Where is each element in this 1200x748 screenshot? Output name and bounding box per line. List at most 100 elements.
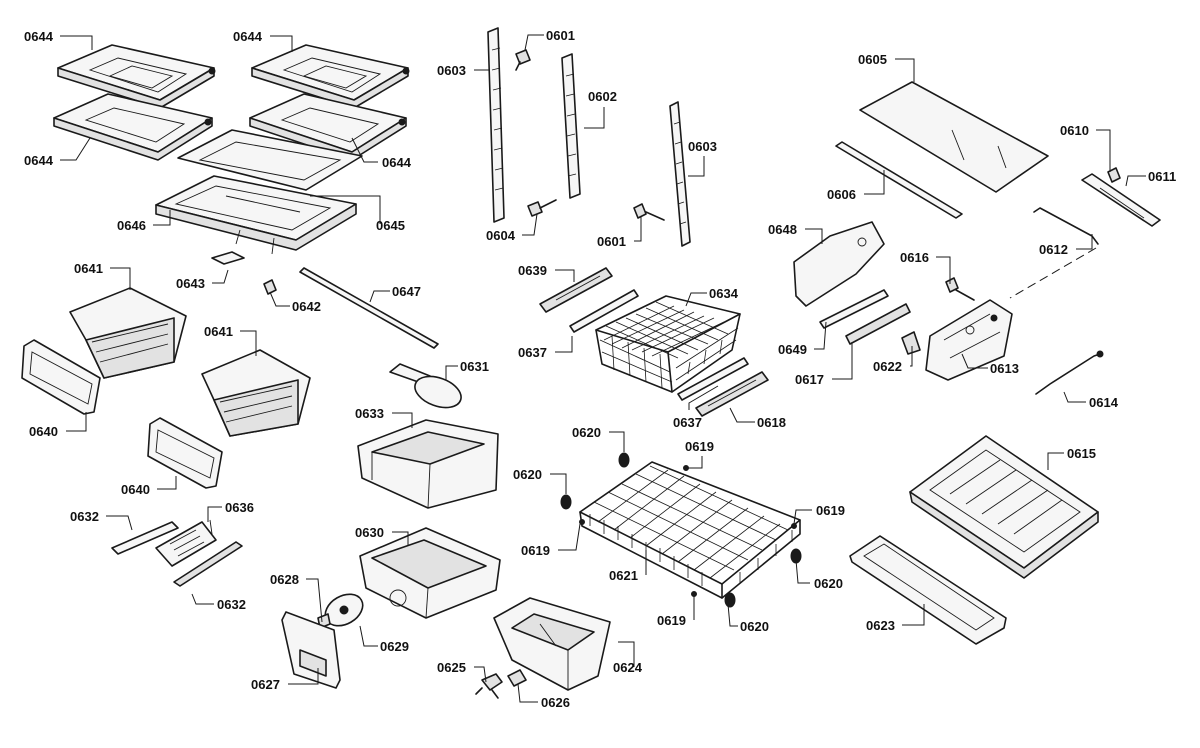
leader-line-0632: [191, 593, 214, 605]
crisper-drawer-0641-right: [201, 349, 311, 437]
scoop-0631: [389, 363, 462, 409]
leader-line-0618: [729, 407, 755, 423]
leader-line-0645: [310, 195, 381, 224]
shelf-0644-lower-left: [53, 93, 213, 161]
clip-0642: [263, 279, 277, 295]
leader-line-0619: [558, 523, 581, 551]
leader-line-0612: [1076, 234, 1093, 250]
part-label-0640: 0640: [29, 424, 58, 439]
leader-line-0622: [910, 346, 913, 367]
part-label-0632: 0632: [217, 597, 246, 612]
leader-line-0601: [524, 34, 544, 51]
leader-line-0626: [517, 683, 538, 703]
rail-0649: [819, 289, 889, 329]
bracket-0610: [1107, 167, 1121, 183]
wire-basket-0634: [595, 295, 741, 393]
part-label-0649: 0649: [778, 342, 807, 357]
leader-line-0632: [106, 515, 133, 531]
leader-lines: [60, 34, 1146, 703]
part-label-0636: 0636: [225, 500, 254, 515]
rod-0647: [299, 267, 439, 349]
part-label-0603: 0603: [688, 139, 717, 154]
part-label-0623: 0623: [866, 618, 895, 633]
screw-0604: [527, 199, 557, 217]
part-label-0644: 0644: [382, 155, 412, 170]
leader-line-0637: [688, 385, 719, 410]
leader-line-0610: [1096, 129, 1111, 172]
leader-line-0637: [555, 336, 573, 353]
leader-line-0614: [1063, 391, 1086, 403]
leader-line-0640: [157, 476, 177, 490]
leader-line-0639: [555, 269, 575, 282]
leader-line-0643: [212, 269, 229, 284]
leader-line-0620: [795, 559, 810, 584]
leader-line-0619: [793, 509, 812, 525]
leader-line-0629: [359, 625, 378, 647]
part-label-0622: 0622: [873, 359, 902, 374]
roller-0620-b: [560, 494, 572, 510]
part-label-0647: 0647: [392, 284, 421, 299]
front-panel-0623: [849, 535, 1007, 645]
part-label-0611: 0611: [1148, 169, 1176, 184]
part-label-0602: 0602: [588, 89, 617, 104]
rail-0637-upper: [569, 289, 639, 333]
part-label-0641: 0641: [74, 261, 103, 276]
clip-0626: [507, 669, 527, 687]
part-label-0644: 0644: [24, 29, 54, 44]
vertical-rail-0603-left: [487, 27, 505, 223]
part-label-0646: 0646: [117, 218, 146, 233]
part-label-0619: 0619: [521, 543, 550, 558]
leader-line-0615: [1047, 452, 1064, 470]
leader-line-0631: [445, 365, 458, 380]
part-label-0618: 0618: [757, 415, 786, 430]
leader-line-0620: [727, 603, 738, 627]
part-label-0626: 0626: [541, 695, 570, 710]
leader-line-0613: [961, 353, 988, 369]
leader-line-0641: [110, 267, 131, 290]
leader-line-0616: [936, 256, 951, 284]
part-label-0645: 0645: [376, 218, 405, 233]
screws-0619: [579, 465, 797, 597]
rail-0643: [211, 251, 245, 265]
part-label-0616: 0616: [900, 250, 929, 265]
leader-line-0602: [584, 107, 605, 129]
divider-0648: [793, 221, 885, 307]
vertical-rail-0602: [561, 53, 581, 199]
part-label-0615: 0615: [1067, 446, 1096, 461]
rail-0611: [1081, 173, 1161, 227]
part-label-0603: 0603: [437, 63, 466, 78]
part-label-0630: 0630: [355, 525, 384, 540]
shelf-0644-lower-right: [249, 93, 407, 161]
leader-line-0646: [153, 210, 171, 226]
shelf-0644-upper-left: [57, 44, 216, 109]
leader-line-0644: [351, 137, 378, 163]
leader-line-0647: [369, 290, 390, 303]
part-label-0610: 0610: [1060, 123, 1089, 138]
glass-cover-0645: [177, 129, 363, 191]
screw-0601-upper: [515, 49, 531, 71]
rail-0618: [695, 371, 769, 417]
part-label-0631: 0631: [460, 359, 489, 374]
part-label-0648: 0648: [768, 222, 797, 237]
leader-line-0628: [306, 578, 323, 623]
part-label-0624: 0624: [613, 660, 643, 675]
leader-line-0620: [550, 473, 567, 494]
rail-0617: [845, 303, 911, 345]
leader-line-0648: [805, 228, 823, 244]
crisper-frame-0646: [155, 175, 357, 255]
drawer-0630: [359, 527, 501, 619]
leader-line-0619: [686, 456, 703, 469]
leader-line-0649: [814, 321, 827, 350]
part-label-0617: 0617: [795, 372, 824, 387]
shelf-0644-upper-right: [251, 44, 410, 109]
leader-line-0641: [240, 330, 257, 356]
leader-line-0617: [832, 342, 853, 380]
part-label-0634: 0634: [709, 286, 739, 301]
drawer-0633: [357, 419, 499, 509]
leader-line-0601: [634, 216, 642, 242]
part-label-0642: 0642: [292, 299, 321, 314]
part-label-0644: 0644: [24, 153, 54, 168]
part-label-0625: 0625: [437, 660, 466, 675]
